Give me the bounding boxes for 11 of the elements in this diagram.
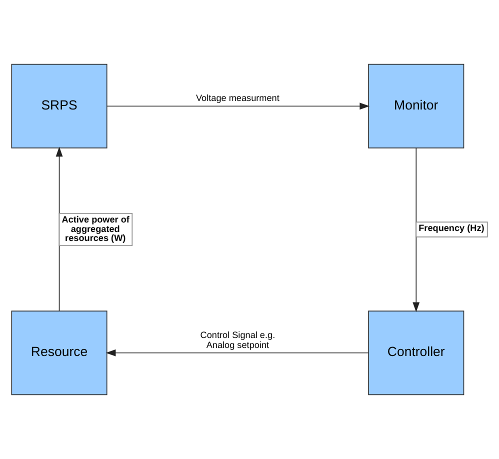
node-box: Resource <box>11 310 108 396</box>
arrow <box>106 102 370 110</box>
edge-label: Frequency (Hz) <box>418 222 484 233</box>
node-box: Monitor <box>368 64 464 148</box>
node-box: Controller <box>368 310 464 396</box>
edge-label: Active power of aggregated resources (W) <box>62 214 130 243</box>
edge-label: Control Signal e.g. Analog setpoint <box>200 330 276 350</box>
node-box: SRPS <box>11 64 108 148</box>
arrow <box>412 148 420 312</box>
edge-label: Voltage measurment <box>196 92 280 103</box>
arrow <box>106 349 369 356</box>
